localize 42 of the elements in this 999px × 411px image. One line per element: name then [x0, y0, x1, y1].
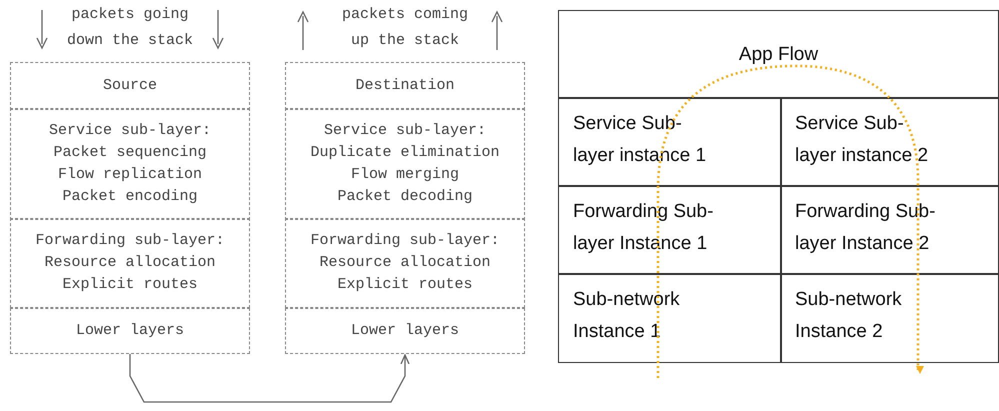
layer-box: [285, 108, 525, 220]
function-item: Flow merging: [350, 165, 460, 185]
layer-heading: Service sub-layer:: [48, 121, 212, 141]
layer-name: Lower layers: [350, 321, 460, 341]
table-cell: [558, 97, 782, 187]
function-item: Flow replication: [56, 165, 204, 185]
layer-box: [10, 308, 250, 354]
stack-caption: packets coming up the stack: [340, 5, 470, 51]
table-cell: [780, 273, 999, 363]
cell-text: Service Sub- layer instance 2: [795, 112, 930, 168]
layer-name: Source: [102, 76, 158, 96]
layer-box: [285, 308, 525, 354]
layer-box: [10, 62, 250, 110]
cell-text: App Flow: [738, 42, 818, 66]
function-item: Packet encoding: [61, 187, 199, 207]
function-item: Explicit routes: [61, 275, 199, 295]
layer-name: Destination: [354, 76, 456, 96]
function-item: Explicit routes: [336, 275, 474, 295]
table-cell: [780, 97, 999, 187]
layer-box: [285, 62, 525, 110]
cell-text: Sub-network Instance 2: [795, 288, 903, 344]
layer-name: Lower layers: [74, 321, 186, 341]
connector: [129, 354, 410, 403]
layer-heading: Forwarding sub-layer:: [309, 231, 501, 251]
function-item: Packet decoding: [336, 187, 474, 207]
function-item: Packet sequencing: [52, 143, 208, 163]
layer-box: [285, 218, 525, 308]
function-item: Duplicate elimination: [309, 143, 501, 163]
function-item: Resource allocation: [318, 253, 492, 273]
table-cell: [780, 185, 999, 275]
cell-text: Forwarding Sub- layer Instance 2: [795, 200, 936, 256]
layer-box: [10, 108, 250, 220]
cell-text: Service Sub- layer instance 1: [573, 112, 708, 168]
cell-text: Forwarding Sub- layer Instance 1: [573, 200, 714, 256]
layer-box: [10, 218, 250, 308]
table-header-cell: [558, 10, 999, 99]
layer-heading: Service sub-layer:: [322, 121, 488, 141]
table-cell: [558, 185, 782, 275]
layer-heading: Forwarding sub-layer:: [34, 231, 226, 251]
stack-caption: packets going down the stack: [66, 5, 194, 51]
function-item: Resource allocation: [43, 253, 217, 273]
table-cell: [558, 273, 782, 363]
